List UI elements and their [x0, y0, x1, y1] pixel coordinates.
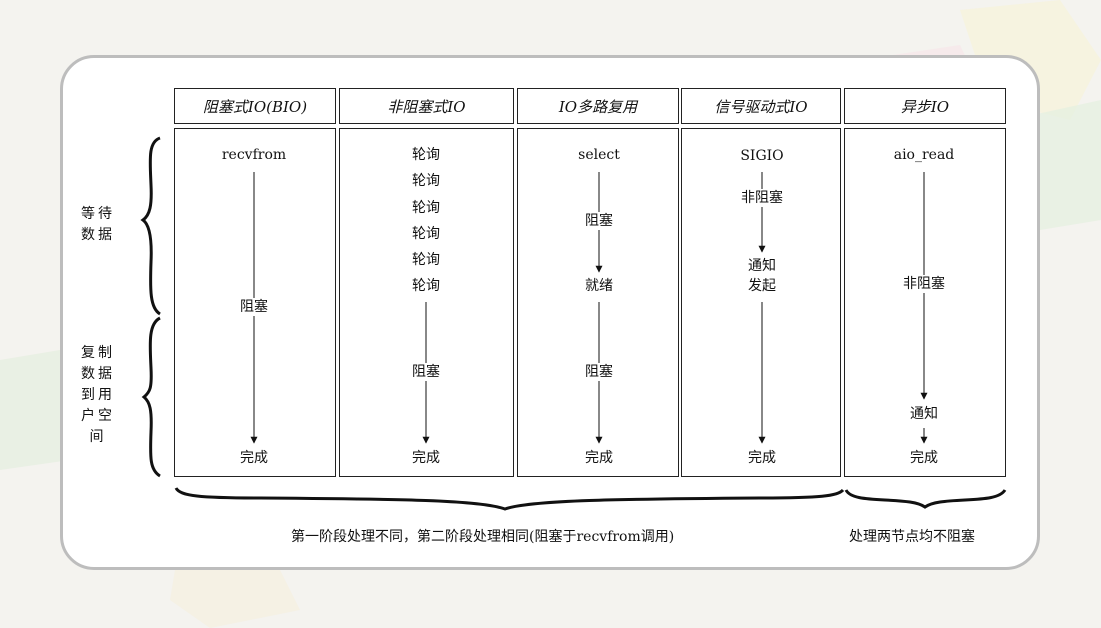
footer-note-async: 处理两节点均不阻塞 [849, 529, 975, 545]
side-label-line: 到用 [81, 387, 115, 403]
side-label-line: 复制 [81, 345, 115, 361]
header-io-multiplexing: IO多路复用 [517, 88, 679, 124]
mux-done: 完成 [583, 449, 615, 467]
column-io-multiplexing [517, 128, 679, 477]
header-async-io: 异步IO [844, 88, 1006, 124]
aio-notify: 通知 [908, 405, 940, 423]
nio-poll: 轮询 [410, 251, 442, 269]
column-signal-driven-io [681, 128, 841, 477]
side-label-line: 数据 [81, 366, 115, 382]
nio-poll: 轮询 [410, 225, 442, 243]
aio-call: aio_read [891, 146, 957, 164]
nio-poll: 轮询 [410, 146, 442, 164]
bio-state: 阻塞 [238, 298, 270, 316]
column-async-io [844, 128, 1006, 477]
bio-done: 完成 [238, 449, 270, 467]
mux-block-wait: 阻塞 [583, 212, 615, 230]
side-label-line: 等待 [81, 206, 115, 222]
sig-nonblock: 非阻塞 [739, 189, 785, 207]
mux-block-copy: 阻塞 [583, 363, 615, 381]
footer-note-first-phase: 第一阶段处理不同，第二阶段处理相同(阻塞于recvfrom调用) [291, 529, 675, 545]
nio-state: 阻塞 [410, 363, 442, 381]
header-blocking-io: 阻塞式IO(BIO) [174, 88, 336, 124]
mux-call: select [576, 146, 622, 164]
side-label-line: 数据 [81, 227, 115, 243]
mux-ready: 就绪 [583, 277, 615, 295]
sig-call: SIGIO [738, 147, 786, 165]
nio-poll: 轮询 [410, 172, 442, 190]
header-signal-driven-io: 信号驱动式IO [681, 88, 841, 124]
side-label-wait-data: 等待 数据 [78, 204, 118, 246]
nio-poll: 轮询 [410, 277, 442, 295]
header-nonblocking-io: 非阻塞式IO [339, 88, 514, 124]
aio-nonblock: 非阻塞 [901, 275, 947, 293]
sig-done: 完成 [746, 449, 778, 467]
sig-notify: 通知 [746, 257, 778, 275]
nio-poll: 轮询 [410, 199, 442, 217]
side-label-line: 间 [89, 429, 107, 445]
sig-initiate: 发起 [746, 277, 778, 295]
aio-done: 完成 [908, 449, 940, 467]
side-label-copy-data: 复制 数据 到用 户空 间 [78, 343, 118, 448]
side-label-line: 户空 [81, 408, 115, 424]
nio-done: 完成 [410, 449, 442, 467]
bio-call: recvfrom [219, 146, 289, 164]
